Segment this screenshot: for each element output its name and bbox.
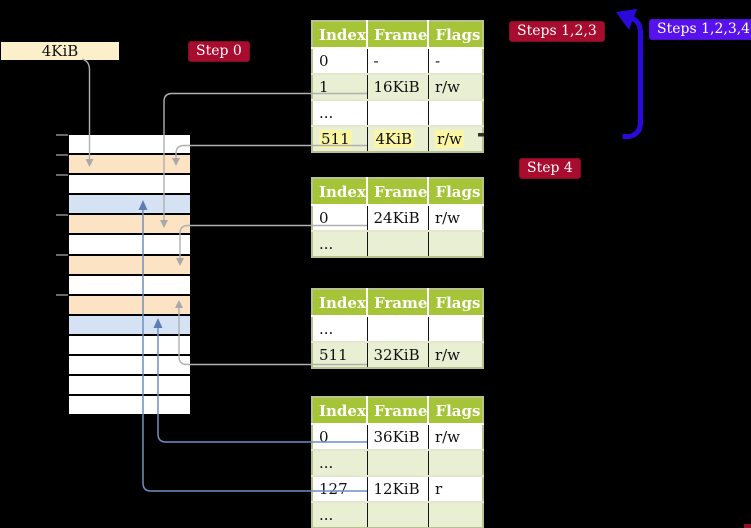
cell: ... — [312, 316, 368, 343]
col-header: Flags — [428, 178, 484, 206]
steps-loop-arrow — [616, 9, 643, 139]
cell: r/w — [428, 205, 484, 232]
cell: ... — [312, 231, 368, 257]
cell: r/w — [428, 126, 484, 152]
memory-row — [69, 275, 190, 294]
memory-row — [69, 195, 190, 214]
col-header: Flags — [428, 289, 484, 317]
cell: 511 — [312, 126, 368, 152]
cell: 36KiB — [367, 424, 429, 451]
cell: ... — [312, 450, 368, 477]
col-header: Index — [312, 289, 368, 317]
memory-row — [69, 175, 190, 194]
page-table-3: Index Frame Flags ... 511 32KiB r/w — [311, 288, 485, 369]
memory-row — [69, 255, 190, 274]
col-header: Index — [312, 21, 368, 49]
highlighted-value: r/w — [434, 130, 465, 148]
table-row: 0 24KiB r/w — [312, 205, 484, 232]
memory-row — [69, 215, 190, 234]
step0-badge: Step 0 — [188, 41, 250, 62]
cell: r/w — [428, 74, 484, 101]
cell — [367, 450, 429, 477]
steps123-badge: Steps 1,2,3 — [509, 21, 605, 42]
memory-row — [69, 295, 190, 314]
table-row: ... — [312, 100, 484, 127]
cell: - — [428, 48, 484, 75]
cell — [367, 100, 429, 127]
page-table-4: Index Frame Flags 0 36KiB r/w ... 127 12… — [311, 396, 485, 528]
cell — [367, 231, 429, 257]
memory-row — [69, 335, 190, 355]
memory-row — [69, 315, 190, 334]
table-row: 0 36KiB r/w — [312, 424, 484, 451]
col-header: Flags — [428, 21, 484, 49]
highlighted-value: 511 — [319, 130, 352, 148]
cell: 1 — [312, 74, 368, 101]
cell: ... — [312, 502, 368, 528]
cell — [367, 502, 429, 528]
page-table-2: Index Frame Flags 0 24KiB r/w ... — [311, 177, 485, 258]
cell — [367, 316, 429, 343]
cell: 24KiB — [367, 205, 429, 232]
cell: 127 — [312, 476, 368, 503]
col-header: Flags — [428, 397, 484, 425]
table-row: 0 - - — [312, 48, 484, 75]
memory-row — [69, 356, 190, 375]
cell — [428, 231, 484, 257]
memory-row — [69, 135, 190, 154]
table-header-row: Index Frame Flags — [312, 178, 484, 206]
col-header: Frame — [367, 397, 430, 425]
memory-row — [69, 396, 190, 415]
table-row: ... — [312, 502, 484, 528]
corner-red-mark — [744, 524, 751, 528]
memory-frame-stack — [69, 135, 190, 416]
memory-row — [69, 376, 190, 395]
table-row: ... — [312, 450, 484, 477]
cell: ... — [312, 100, 368, 127]
memory-row — [69, 155, 190, 174]
cell: 511 — [312, 342, 368, 368]
highlighted-value: 4KiB — [373, 130, 415, 148]
cell: 12KiB — [367, 476, 429, 503]
col-header: Index — [312, 178, 368, 206]
stack-tick-marks — [56, 134, 68, 296]
cell — [428, 502, 484, 528]
cell: 32KiB — [367, 342, 429, 368]
table-row: ... — [312, 316, 484, 343]
table-row-highlighted: 511 4KiB r/w — [312, 126, 484, 152]
cell — [428, 450, 484, 477]
table-header-row: Index Frame Flags — [312, 289, 484, 317]
steps1234-badge: Steps 1,2,3,4 — [649, 19, 751, 40]
col-header: Index — [312, 397, 368, 425]
col-header: Frame — [367, 178, 430, 206]
cell: - — [367, 48, 429, 75]
cell: r/w — [428, 342, 484, 368]
cell: 0 — [312, 48, 368, 75]
cell — [428, 316, 484, 343]
memory-row — [69, 235, 190, 254]
table-row: 1 16KiB r/w — [312, 74, 484, 101]
page-table-1: Index Frame Flags 0 - - 1 16KiB r/w ... … — [311, 20, 485, 153]
table-header-row: Index Frame Flags — [312, 397, 484, 425]
cell: 4KiB — [367, 126, 429, 152]
col-header: Frame — [367, 21, 430, 49]
table-row: 127 12KiB r — [312, 476, 484, 503]
cell: r/w — [428, 424, 484, 451]
cell: r — [428, 476, 484, 503]
step4-badge: Step 4 — [519, 158, 581, 179]
col-header: Frame — [367, 289, 430, 317]
table-row: 511 32KiB r/w — [312, 342, 484, 368]
table-row: ... — [312, 231, 484, 257]
cell — [428, 100, 484, 127]
page-size-label: 4KiB — [1, 42, 119, 60]
cell: 16KiB — [367, 74, 429, 101]
table-header-row: Index Frame Flags — [312, 21, 484, 49]
cell: 0 — [312, 424, 368, 451]
cell: 0 — [312, 205, 368, 232]
